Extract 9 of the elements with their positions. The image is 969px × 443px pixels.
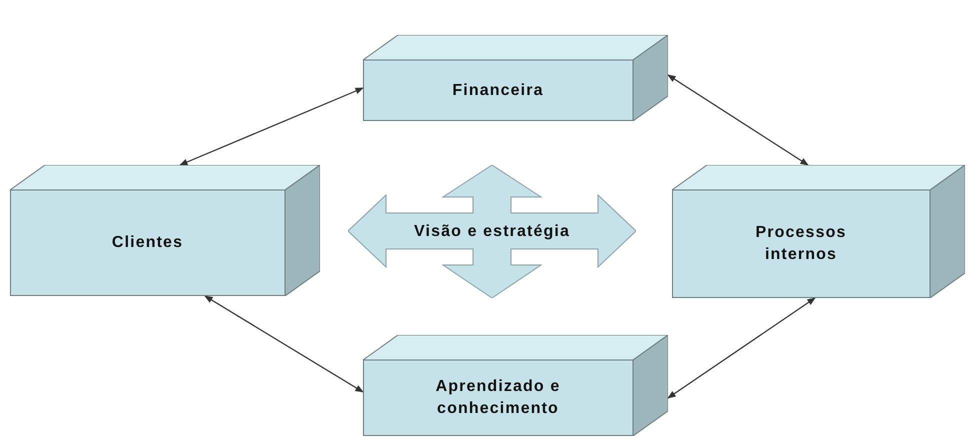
node-label: Clientes [112, 233, 184, 254]
double-arrow [204, 295, 364, 393]
node-label: Processos internos [754, 223, 848, 265]
node-label: Aprendizado e conhecimento [434, 377, 562, 419]
node-label: Financeira [452, 80, 544, 101]
node-label: Visão e estratégia [414, 222, 570, 242]
double-arrow [667, 298, 816, 398]
double-arrow [179, 87, 364, 166]
double-arrow [667, 74, 809, 166]
